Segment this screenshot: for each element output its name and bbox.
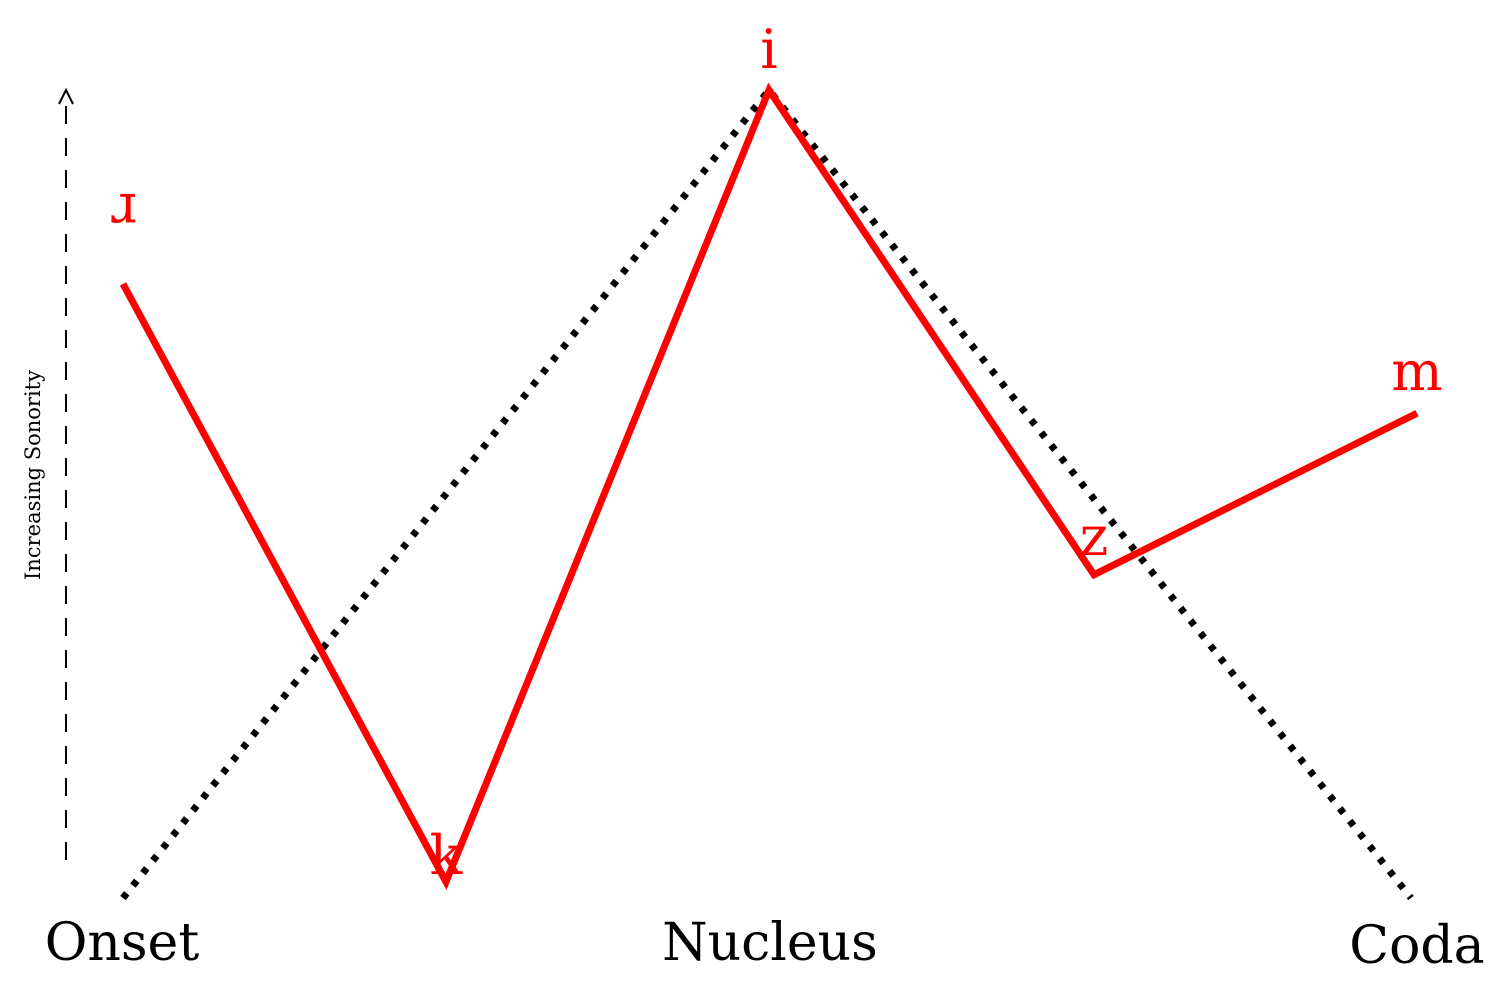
coda-label: Coda	[1349, 916, 1484, 976]
segment-label-r: ɹ	[109, 172, 136, 235]
sonority-axis-arrowhead	[58, 87, 74, 105]
segment-label-k: k	[430, 824, 464, 887]
sonority-axis: Increasing Sonority	[21, 87, 74, 860]
segment-label-m: m	[1391, 340, 1442, 403]
word-sonority-profile-line	[119, 82, 1419, 890]
sonority-axis-label: Increasing Sonority	[21, 370, 45, 580]
onset-label: Onset	[45, 913, 200, 973]
nucleus-label: Nucleus	[662, 913, 878, 973]
ideal-sonority-profile-line	[120, 84, 1414, 901]
segment-label-z: z	[1080, 505, 1108, 568]
segment-label-i: i	[760, 18, 777, 81]
